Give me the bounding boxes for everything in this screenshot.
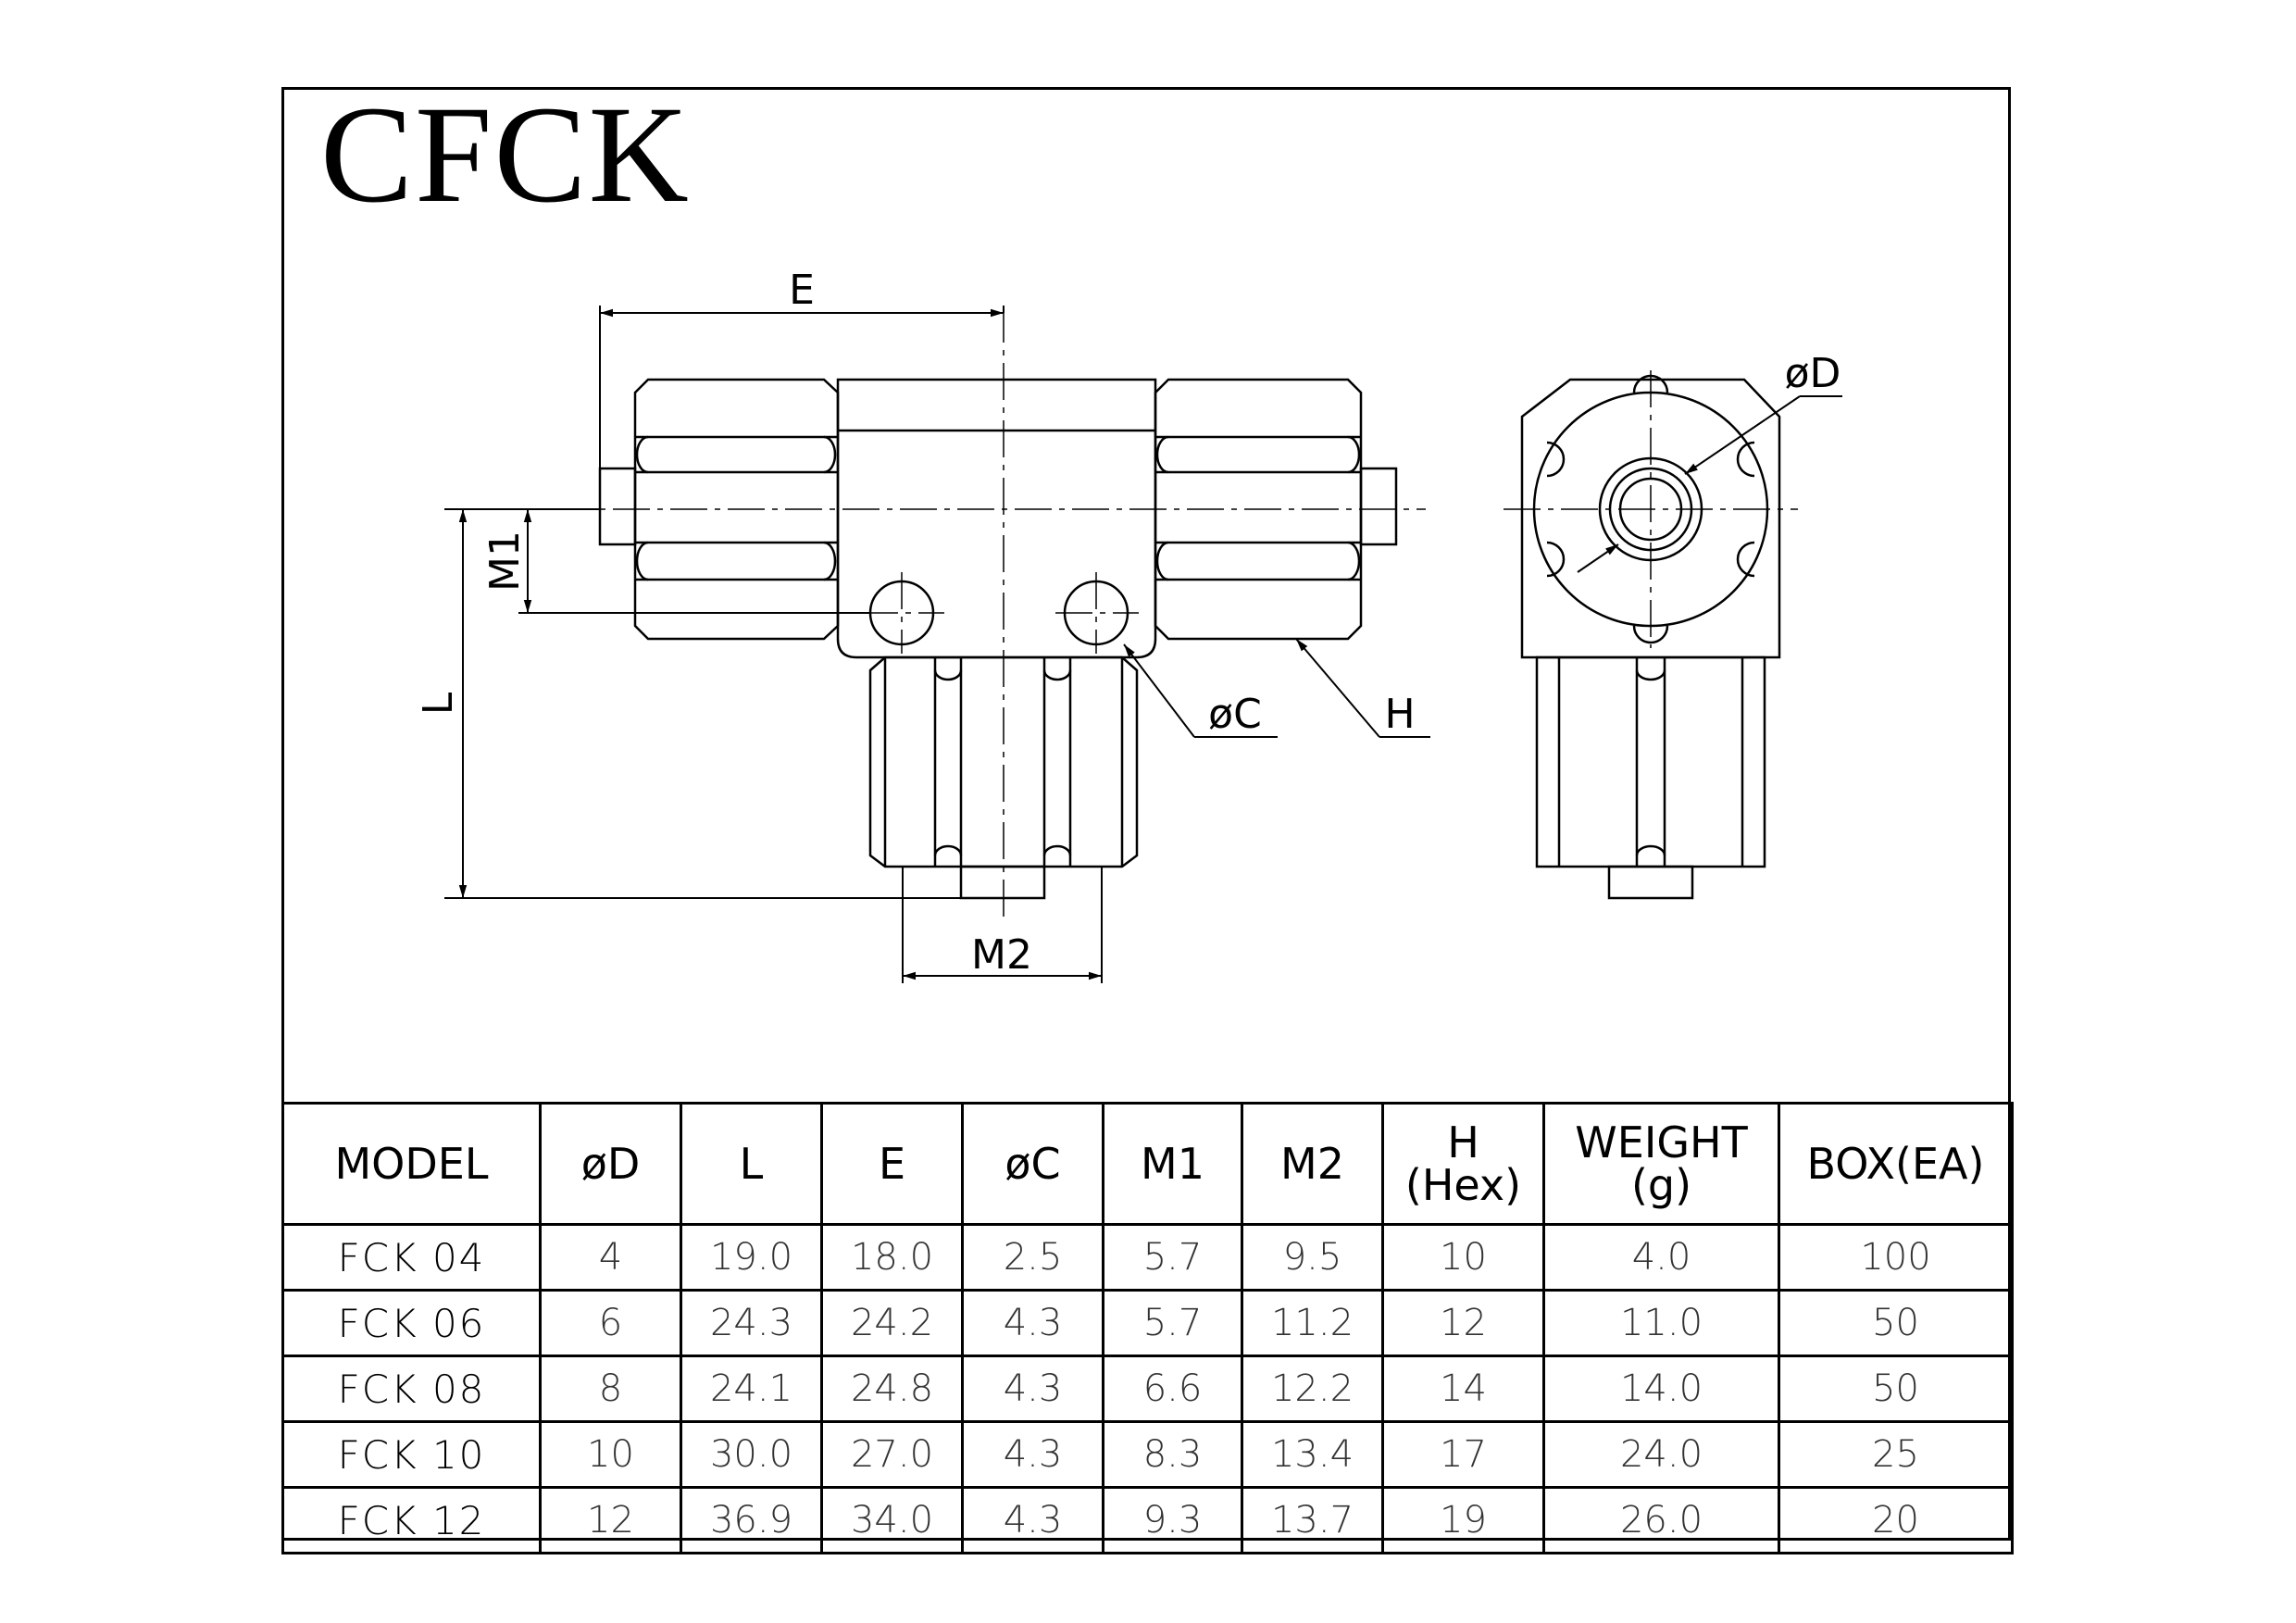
cell-m1: 9.3 — [1102, 1486, 1243, 1554]
cell-box: 50 — [1778, 1355, 2014, 1423]
table-header-row: MODEL øD L E øC M1 M2 H (Hex) WEIGHT (g)… — [281, 1102, 2014, 1226]
header-l: L — [680, 1102, 823, 1226]
table-row: FCK 10 10 30.0 27.0 4.3 8.3 13.4 17 24.0… — [281, 1420, 2014, 1489]
header-model: MODEL — [281, 1102, 542, 1226]
header-h-line2: (Hex) — [1404, 1160, 1522, 1210]
table-row: FCK 08 8 24.1 24.8 4.3 6.6 12.2 14 14.0 … — [281, 1355, 2014, 1423]
cell-h: 10 — [1381, 1223, 1545, 1292]
cell-c: 4.3 — [961, 1486, 1104, 1554]
cell-model: FCK 08 — [281, 1355, 542, 1423]
cell-model: FCK 10 — [281, 1420, 542, 1489]
table-row: FCK 06 6 24.3 24.2 4.3 5.7 11.2 12 11.0 … — [281, 1289, 2014, 1357]
cell-box: 100 — [1778, 1223, 2014, 1292]
cell-d: 12 — [539, 1486, 682, 1554]
table-row: FCK 12 12 36.9 34.0 4.3 9.3 13.7 19 26.0… — [281, 1486, 2014, 1554]
cell-weight: 11.0 — [1542, 1289, 1780, 1357]
cell-weight: 4.0 — [1542, 1223, 1780, 1292]
dim-label-l: L — [415, 692, 462, 715]
front-dimension-labels: E M1 L M2 øC H — [415, 267, 1416, 979]
dim-label-m2: M2 — [971, 931, 1032, 979]
cell-h: 12 — [1381, 1289, 1545, 1357]
cell-m1: 5.7 — [1102, 1289, 1243, 1357]
cell-e: 34.0 — [820, 1486, 964, 1554]
cell-h: 19 — [1381, 1486, 1545, 1554]
cell-e: 27.0 — [820, 1420, 964, 1489]
tee-body — [836, 378, 1157, 659]
cell-model: FCK 04 — [281, 1223, 542, 1292]
cell-l: 36.9 — [680, 1486, 823, 1554]
header-weight-line1: WEIGHT — [1575, 1117, 1748, 1167]
header-d: øD — [539, 1102, 682, 1226]
side-view — [1504, 370, 1798, 900]
cell-m1: 6.6 — [1102, 1355, 1243, 1423]
cell-model: FCK 06 — [281, 1289, 542, 1357]
cell-d: 4 — [539, 1223, 682, 1292]
right-nut — [1154, 378, 1398, 641]
left-nut — [598, 378, 840, 641]
cell-h: 17 — [1381, 1420, 1545, 1489]
cell-weight: 14.0 — [1542, 1355, 1780, 1423]
header-m1: M1 — [1102, 1102, 1243, 1226]
header-h-line1: H — [1447, 1117, 1479, 1167]
cell-m2: 13.7 — [1241, 1486, 1384, 1554]
cell-m1: 8.3 — [1102, 1420, 1243, 1489]
front-view — [555, 306, 1426, 917]
bottom-nut — [868, 655, 1139, 900]
header-box: BOX(EA) — [1778, 1102, 2014, 1226]
cell-l: 19.0 — [680, 1223, 823, 1292]
cell-d: 8 — [539, 1355, 682, 1423]
cell-box: 50 — [1778, 1289, 2014, 1357]
cell-m2: 11.2 — [1241, 1289, 1384, 1357]
cell-d: 6 — [539, 1289, 682, 1357]
cell-h: 14 — [1381, 1355, 1545, 1423]
cell-d: 10 — [539, 1420, 682, 1489]
cell-m1: 5.7 — [1102, 1223, 1243, 1292]
cell-weight: 26.0 — [1542, 1486, 1780, 1554]
header-c: øC — [961, 1102, 1104, 1226]
spec-table: MODEL øD L E øC M1 M2 H (Hex) WEIGHT (g)… — [281, 1102, 2014, 1554]
cell-m2: 12.2 — [1241, 1355, 1384, 1423]
cell-e: 24.2 — [820, 1289, 964, 1357]
cell-c: 2.5 — [961, 1223, 1104, 1292]
header-e: E — [820, 1102, 964, 1226]
table-row: FCK 04 4 19.0 18.0 2.5 5.7 9.5 10 4.0 10… — [281, 1223, 2014, 1292]
cell-c: 4.3 — [961, 1355, 1104, 1423]
cell-model: FCK 12 — [281, 1486, 542, 1554]
dim-label-d: øD — [1785, 350, 1841, 397]
dim-label-h: H — [1384, 691, 1415, 738]
cell-l: 30.0 — [680, 1420, 823, 1489]
cell-e: 18.0 — [820, 1223, 964, 1292]
side-dimensions — [1577, 395, 1842, 573]
header-weight: WEIGHT (g) — [1542, 1102, 1780, 1226]
cell-l: 24.1 — [680, 1355, 823, 1423]
cell-box: 20 — [1778, 1486, 2014, 1554]
cell-box: 25 — [1778, 1420, 2014, 1489]
cell-m2: 9.5 — [1241, 1223, 1384, 1292]
header-m2: M2 — [1241, 1102, 1384, 1226]
dim-label-c: øC — [1208, 691, 1262, 738]
header-weight-line2: (g) — [1630, 1160, 1692, 1210]
cell-c: 4.3 — [961, 1420, 1104, 1489]
dim-label-e: E — [789, 267, 815, 314]
cell-l: 24.3 — [680, 1289, 823, 1357]
cell-c: 4.3 — [961, 1289, 1104, 1357]
product-title: CFCK — [320, 78, 691, 231]
header-h: H (Hex) — [1381, 1102, 1545, 1226]
cell-m2: 13.4 — [1241, 1420, 1384, 1489]
front-centerlines — [555, 306, 1426, 917]
cell-e: 24.8 — [820, 1355, 964, 1423]
cell-weight: 24.0 — [1542, 1420, 1780, 1489]
dim-label-m1: M1 — [481, 531, 529, 592]
front-dimensions — [444, 306, 1430, 983]
